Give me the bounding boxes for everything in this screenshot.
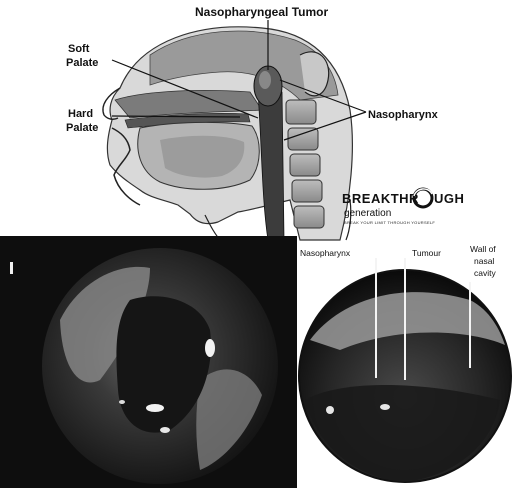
spot-2 <box>380 404 390 410</box>
frame-mark <box>10 262 13 274</box>
label-nasopharynx: Nasopharynx <box>368 109 439 121</box>
label-hard-palate-2: Palate <box>66 122 98 134</box>
logo-wordmark-left: BREAKTHR <box>342 191 419 206</box>
label-hard-palate-1: Hard <box>68 108 93 120</box>
diagram-title: Nasopharyngeal Tumor <box>195 5 328 19</box>
label-right-wall-1: Wall of <box>470 244 496 254</box>
label-right-nasopharynx: Nasopharynx <box>300 248 351 258</box>
anatomy-diagram: Nasopharyngeal Tumor Soft Palate Hard Pa… <box>66 5 439 242</box>
endoscopy-left-panel <box>0 236 297 488</box>
highlight-3 <box>160 427 170 433</box>
breakthrough-logo: BREAKTHR UGH generation BREAK YOUR LIMIT… <box>342 189 464 225</box>
highlight-4 <box>119 400 125 404</box>
highlight-2 <box>146 404 164 412</box>
lower-dark-region <box>305 385 500 482</box>
label-soft-palate-1: Soft <box>68 43 90 55</box>
label-right-wall-3: cavity <box>474 268 496 278</box>
highlight-1 <box>205 339 215 357</box>
logo-tagline: BREAK YOUR LIMIT THROUGH YOURSELF <box>344 220 435 225</box>
endoscopy-right-panel: Nasopharynx Tumour Wall of nasal cavity <box>299 244 511 482</box>
label-right-tumour: Tumour <box>412 248 441 258</box>
label-right-wall-2: nasal <box>474 256 494 266</box>
tumor-highlight <box>259 71 271 89</box>
logo-subtitle: generation <box>344 208 391 219</box>
pharynx-channel <box>258 92 284 240</box>
label-soft-palate-2: Palate <box>66 57 98 69</box>
spot-1 <box>326 406 334 414</box>
logo-wordmark-right: UGH <box>434 191 464 206</box>
